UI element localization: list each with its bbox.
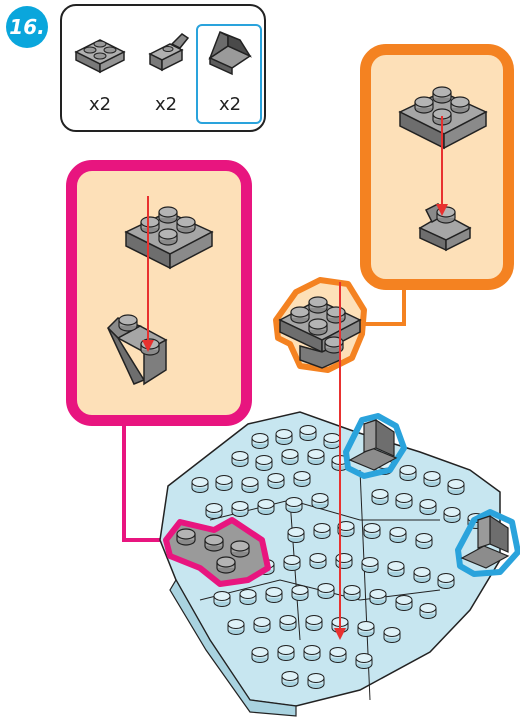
pink-callout-plate [126,207,212,268]
orange-callout-clip [420,204,470,250]
pink-connector-line [124,424,168,540]
orange-subassembly [276,280,364,370]
pink-callout-clip [108,315,166,384]
orange-connector-line [362,288,404,324]
